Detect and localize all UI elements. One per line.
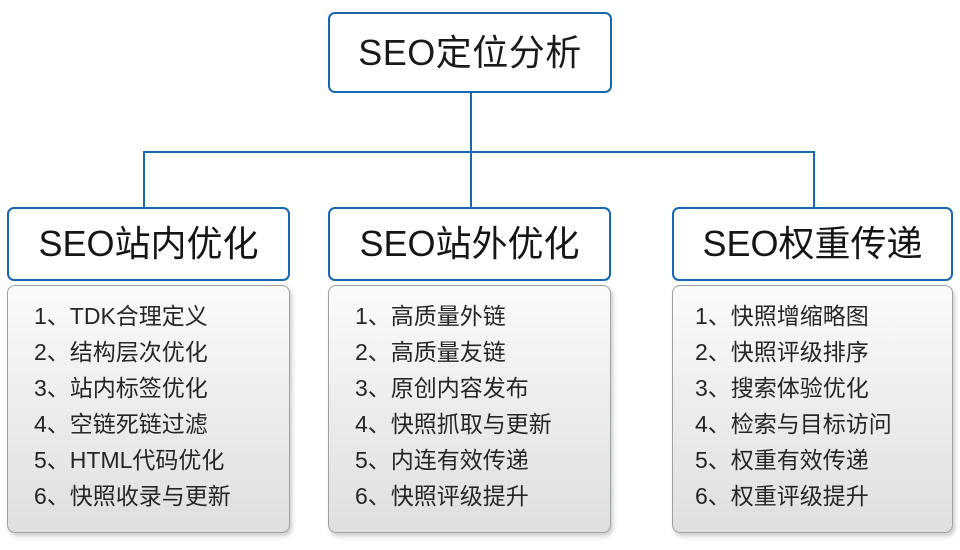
list-item-index: 6、	[355, 483, 391, 509]
list-item: 3、站内标签优化	[34, 370, 231, 406]
list-item: 5、权重有效传递	[695, 442, 892, 478]
branch-3-panel: 1、快照增缩略图 2、快照评级排序 3、搜索体验优化 4、检索与目标访问 5、权…	[672, 285, 953, 533]
list-item: 1、高质量外链	[355, 298, 552, 334]
list-item-index: 5、	[695, 447, 731, 473]
list-item-text: 站内标签优化	[69, 375, 208, 401]
list-item: 5、内连有效传递	[355, 442, 552, 478]
root-node-label: SEO定位分析	[358, 31, 582, 73]
connector-branch-2-drop	[470, 151, 472, 208]
list-item-index: 4、	[34, 411, 70, 437]
list-item-text: 空链死链过滤	[69, 411, 208, 437]
connector-horizontal-bus	[143, 151, 815, 153]
list-item: 4、检索与目标访问	[695, 406, 892, 442]
list-item: 2、高质量友链	[355, 334, 552, 370]
list-item-text: 搜索体验优化	[730, 375, 869, 401]
list-item-index: 6、	[695, 483, 731, 509]
list-item: 4、快照抓取与更新	[355, 406, 552, 442]
list-item: 1、快照增缩略图	[695, 298, 892, 334]
branch-3-list: 1、快照增缩略图 2、快照评级排序 3、搜索体验优化 4、检索与目标访问 5、权…	[673, 298, 892, 514]
list-item-index: 2、	[34, 339, 70, 365]
branch-3-header[interactable]: SEO权重传递	[672, 207, 953, 281]
branch-2-header-label: SEO站外优化	[359, 223, 580, 264]
branch-1-list: 1、TDK合理定义 2、结构层次优化 3、站内标签优化 4、空链死链过滤 5、H…	[8, 298, 231, 514]
list-item-text: 快照评级排序	[730, 339, 869, 365]
list-item-text: 高质量友链	[390, 339, 506, 365]
list-item-text: 检索与目标访问	[730, 411, 892, 437]
list-item-text: 快照增缩略图	[730, 303, 869, 329]
list-item-text: 快照抓取与更新	[390, 411, 552, 437]
list-item-text: 高质量外链	[390, 303, 506, 329]
branch-column-3: SEO权重传递 1、快照增缩略图 2、快照评级排序 3、搜索体验优化 4、检索与…	[672, 207, 953, 533]
list-item-text: 快照收录与更新	[69, 483, 231, 509]
branch-2-header[interactable]: SEO站外优化	[328, 207, 611, 281]
list-item-index: 3、	[355, 375, 391, 401]
list-item: 2、快照评级排序	[695, 334, 892, 370]
list-item: 5、HTML代码优化	[34, 442, 231, 478]
branch-1-header-label: SEO站内优化	[38, 223, 259, 264]
branch-1-header[interactable]: SEO站内优化	[7, 207, 290, 281]
list-item-text: TDK合理定义	[69, 303, 208, 329]
list-item-index: 1、	[355, 303, 391, 329]
root-node-seo-positioning-analysis[interactable]: SEO定位分析	[328, 12, 612, 93]
branch-2-list: 1、高质量外链 2、高质量友链 3、原创内容发布 4、快照抓取与更新 5、内连有…	[329, 298, 552, 514]
list-item-index: 2、	[355, 339, 391, 365]
list-item-index: 5、	[34, 447, 70, 473]
list-item: 2、结构层次优化	[34, 334, 231, 370]
connector-root-stem	[470, 93, 472, 152]
list-item: 4、空链死链过滤	[34, 406, 231, 442]
list-item-text: 快照评级提升	[390, 483, 529, 509]
list-item-index: 6、	[34, 483, 70, 509]
list-item: 3、原创内容发布	[355, 370, 552, 406]
branch-1-panel: 1、TDK合理定义 2、结构层次优化 3、站内标签优化 4、空链死链过滤 5、H…	[7, 285, 290, 533]
list-item-text: 结构层次优化	[69, 339, 208, 365]
list-item-index: 1、	[34, 303, 70, 329]
list-item-index: 1、	[695, 303, 731, 329]
list-item-text: 原创内容发布	[390, 375, 529, 401]
list-item-text: 权重评级提升	[730, 483, 869, 509]
list-item: 3、搜索体验优化	[695, 370, 892, 406]
list-item-index: 3、	[34, 375, 70, 401]
list-item-index: 3、	[695, 375, 731, 401]
list-item-text: HTML代码优化	[69, 447, 225, 473]
list-item: 6、权重评级提升	[695, 478, 892, 514]
list-item-index: 2、	[695, 339, 731, 365]
list-item: 6、快照收录与更新	[34, 478, 231, 514]
list-item: 1、TDK合理定义	[34, 298, 231, 334]
list-item-index: 5、	[355, 447, 391, 473]
branch-column-2: SEO站外优化 1、高质量外链 2、高质量友链 3、原创内容发布 4、快照抓取与…	[328, 207, 611, 533]
branch-2-panel: 1、高质量外链 2、高质量友链 3、原创内容发布 4、快照抓取与更新 5、内连有…	[328, 285, 611, 533]
list-item-text: 内连有效传递	[390, 447, 529, 473]
connector-branch-3-drop	[813, 151, 815, 208]
branch-column-1: SEO站内优化 1、TDK合理定义 2、结构层次优化 3、站内标签优化 4、空链…	[7, 207, 290, 533]
list-item: 6、快照评级提升	[355, 478, 552, 514]
connector-branch-1-drop	[143, 151, 145, 208]
list-item-index: 4、	[695, 411, 731, 437]
list-item-index: 4、	[355, 411, 391, 437]
branch-3-header-label: SEO权重传递	[702, 223, 923, 264]
list-item-text: 权重有效传递	[730, 447, 869, 473]
